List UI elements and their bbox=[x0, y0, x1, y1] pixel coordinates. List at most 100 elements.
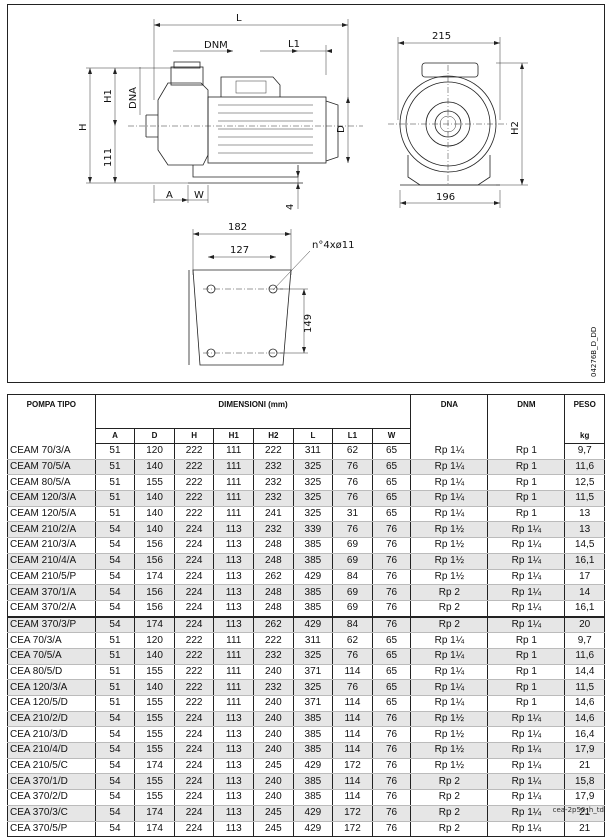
cell-col-L: 429 bbox=[292, 805, 334, 822]
cell-col-H2: 248 bbox=[253, 600, 294, 618]
cell-col-H1: 111 bbox=[213, 443, 255, 460]
cell-col-W: 65 bbox=[371, 648, 412, 665]
cell-dnm: Rp 1¼ bbox=[487, 773, 566, 791]
cell-col-D: 155 bbox=[134, 726, 175, 744]
cell-col-H2: 240 bbox=[253, 695, 294, 712]
cell-col-L: 325 bbox=[292, 648, 334, 665]
cell-col-H: 222 bbox=[173, 632, 215, 649]
cell-name: CEA 70/3/A bbox=[7, 632, 96, 649]
header-dna: DNA bbox=[410, 394, 489, 444]
cell-dnm: Rp 1 bbox=[487, 490, 566, 507]
cell-col-A: 54 bbox=[94, 521, 136, 539]
cell-weight: 17,9 bbox=[564, 742, 605, 759]
cell-weight: 9,7 bbox=[564, 443, 605, 460]
cell-col-W: 76 bbox=[371, 726, 412, 744]
cell-name: CEAM 120/5/A bbox=[7, 506, 96, 523]
cell-dna: Rp 1½ bbox=[410, 726, 489, 744]
cell-dna: Rp 1¼ bbox=[410, 443, 489, 460]
cell-dna: Rp 1½ bbox=[410, 711, 489, 728]
dim-H2-label: H2 bbox=[510, 121, 521, 135]
cell-col-D: 155 bbox=[134, 695, 175, 712]
cell-col-L: 385 bbox=[292, 553, 334, 570]
dim-4-label: 4 bbox=[285, 204, 296, 210]
cell-col-H2: 232 bbox=[253, 474, 294, 492]
cell-col-H1: 113 bbox=[213, 600, 255, 618]
cell-col-L: 385 bbox=[292, 711, 334, 728]
cell-col-L: 385 bbox=[292, 742, 334, 759]
cell-col-H2: 248 bbox=[253, 584, 294, 601]
cell-col-W: 65 bbox=[371, 695, 412, 712]
cell-dnm: Rp 1 bbox=[487, 459, 566, 476]
header-col-L: L bbox=[292, 428, 334, 444]
dim-111-label: 111 bbox=[103, 148, 114, 167]
cell-dna: Rp 1¼ bbox=[410, 648, 489, 665]
cell-col-H1: 113 bbox=[213, 584, 255, 601]
cell-col-A: 54 bbox=[94, 711, 136, 728]
cell-col-H1: 111 bbox=[213, 490, 255, 507]
cell-col-L1: 76 bbox=[332, 521, 373, 539]
cell-col-L: 325 bbox=[292, 679, 334, 696]
cell-name: CEAM 120/3/A bbox=[7, 490, 96, 507]
cell-col-L: 371 bbox=[292, 695, 334, 712]
cell-col-H: 224 bbox=[173, 773, 215, 791]
dim-L-label: L bbox=[236, 13, 242, 24]
cell-dna: Rp 1¼ bbox=[410, 664, 489, 681]
cell-col-H: 224 bbox=[173, 600, 215, 618]
header-col-A: A bbox=[94, 428, 136, 444]
cell-name: CEAM 370/1/A bbox=[7, 584, 96, 601]
cell-col-W: 76 bbox=[371, 758, 412, 775]
cell-col-A: 51 bbox=[94, 474, 136, 492]
cell-dnm: Rp 1¼ bbox=[487, 789, 566, 806]
cell-col-H: 224 bbox=[173, 569, 215, 586]
side-view: L DNM L1 DNA bbox=[78, 13, 363, 210]
cell-dnm: Rp 1¼ bbox=[487, 537, 566, 554]
cell-col-W: 65 bbox=[371, 679, 412, 696]
cell-col-H1: 113 bbox=[213, 742, 255, 759]
cell-dnm: Rp 1 bbox=[487, 632, 566, 649]
cell-col-H1: 113 bbox=[213, 616, 255, 634]
cell-col-W: 76 bbox=[371, 569, 412, 586]
cell-weight: 21 bbox=[564, 821, 605, 837]
cell-dna: Rp 1¼ bbox=[410, 490, 489, 507]
cell-col-D: 156 bbox=[134, 600, 175, 618]
cell-name: CEA 70/5/A bbox=[7, 648, 96, 665]
cell-dna: Rp 1½ bbox=[410, 553, 489, 570]
cell-col-H1: 113 bbox=[213, 537, 255, 554]
cell-col-L: 385 bbox=[292, 600, 334, 618]
cell-dna: Rp 1¼ bbox=[410, 632, 489, 649]
cell-col-H1: 111 bbox=[213, 648, 255, 665]
technical-drawing: L DNM L1 DNA bbox=[7, 4, 605, 383]
cell-col-A: 54 bbox=[94, 537, 136, 554]
cell-dna: Rp 2 bbox=[410, 773, 489, 791]
cell-col-W: 65 bbox=[371, 632, 412, 649]
cell-name: CEAM 80/5/A bbox=[7, 474, 96, 492]
cell-col-A: 51 bbox=[94, 490, 136, 507]
dim-H-label: H bbox=[78, 123, 89, 131]
cell-col-L1: 62 bbox=[332, 632, 373, 649]
dim-215-label: 215 bbox=[432, 31, 451, 42]
cell-name: CEAM 370/3/P bbox=[7, 616, 96, 634]
cell-col-H1: 111 bbox=[213, 632, 255, 649]
cell-col-H: 222 bbox=[173, 648, 215, 665]
cell-col-H2: 240 bbox=[253, 773, 294, 791]
cell-col-L: 385 bbox=[292, 773, 334, 791]
dim-A-label: A bbox=[166, 190, 173, 201]
cell-weight: 16,1 bbox=[564, 553, 605, 570]
cell-col-W: 76 bbox=[371, 553, 412, 570]
cell-name: CEAM 370/2/A bbox=[7, 600, 96, 618]
cell-col-H: 224 bbox=[173, 726, 215, 744]
cell-col-D: 120 bbox=[134, 443, 175, 460]
cell-dnm: Rp 1 bbox=[487, 679, 566, 696]
cell-col-A: 54 bbox=[94, 616, 136, 634]
